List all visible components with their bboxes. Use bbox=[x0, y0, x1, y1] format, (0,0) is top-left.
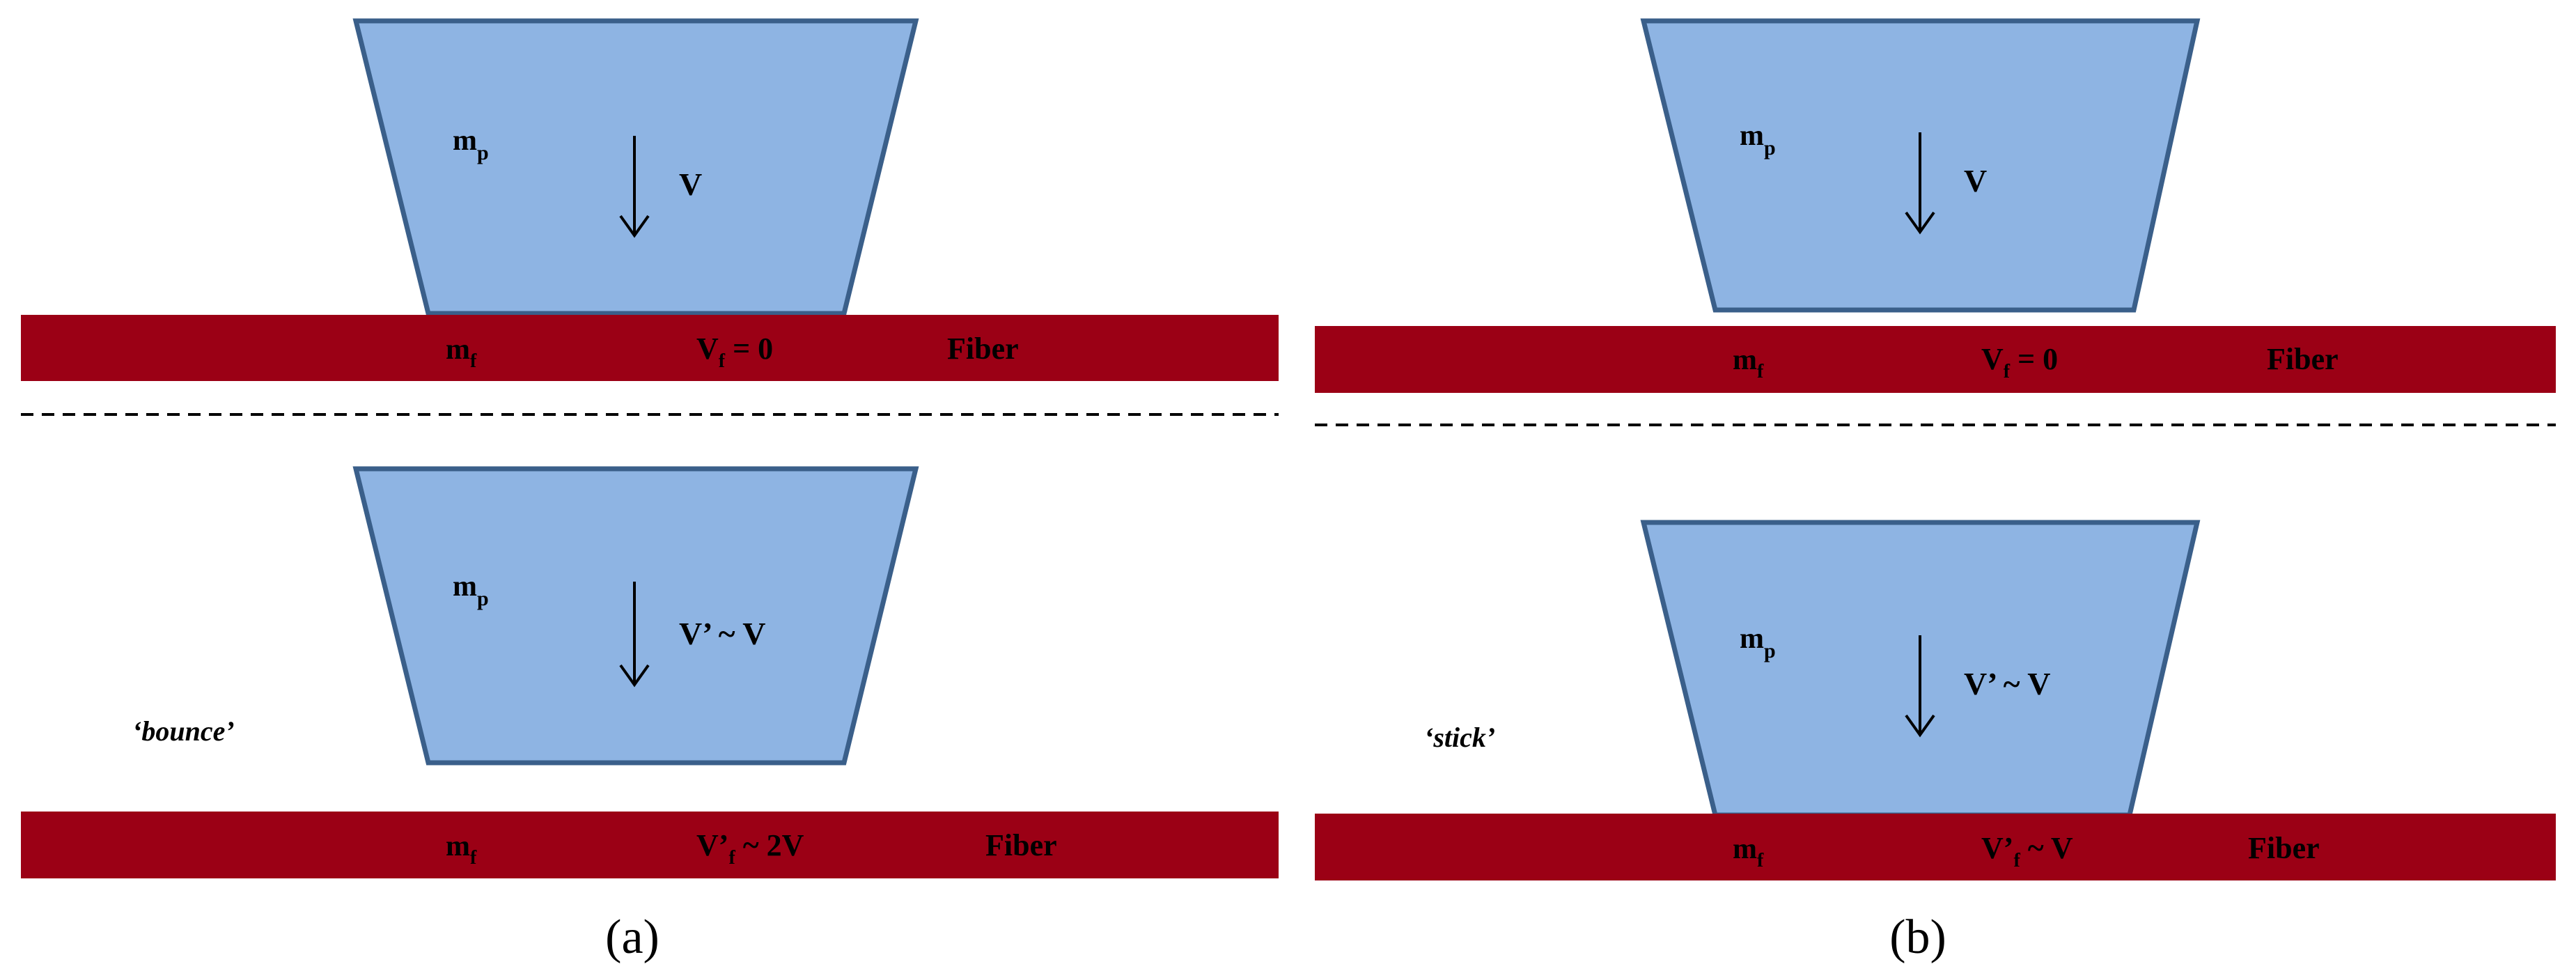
panel-b-bottom-note: ‘stick’ bbox=[1424, 722, 1495, 753]
panel-b-bottom-fiber bbox=[1315, 814, 2556, 880]
panel-b-top-fiber bbox=[1315, 326, 2556, 393]
panel-a-top-fiber bbox=[21, 315, 1279, 381]
panel-b-top-fiber-velocity: Vf = 0 bbox=[1981, 342, 2058, 382]
panel-b-bottom-fiber-label: Fiber bbox=[2248, 831, 2320, 865]
panel-a-top-fiber-mass: mf bbox=[446, 334, 477, 372]
panel-b-top-fiber-label: Fiber bbox=[2267, 342, 2339, 376]
panel-a-label: (a) bbox=[605, 910, 659, 964]
panel-a-top-velocity-label: V bbox=[679, 166, 702, 202]
panel-b-bottom-scene: mp V’ ~ V ‘stick’ mf V’f ~ V Fiber bbox=[1315, 520, 2556, 880]
panel-a-bottom-velocity-arrow bbox=[619, 582, 650, 688]
panel-b-top-scene: mp V mf Vf = 0 Fiber bbox=[1315, 18, 2556, 393]
panel-b-bottom-particle-mass: mp bbox=[1740, 623, 1776, 662]
panel-a-bottom-velocity-label: V’ ~ V bbox=[679, 616, 765, 651]
panel-a-top-velocity-arrow bbox=[619, 136, 650, 238]
panel-a-bottom-fiber-label: Fiber bbox=[985, 828, 1057, 862]
panel-a-bottom-scene: mp V’ ~ V ‘bounce’ mf V’f ~ 2V Fiber bbox=[21, 466, 1279, 878]
panel-b-bottom-velocity-label: V’ ~ V bbox=[1964, 666, 2050, 701]
panel-a-top-particle-mass: mp bbox=[453, 125, 489, 164]
panel-b-top-fiber-mass: mf bbox=[1733, 344, 1764, 382]
panel-a-bottom-note: ‘bounce’ bbox=[132, 715, 235, 747]
panel-a-bottom-fiber bbox=[21, 812, 1279, 878]
panel-b-bottom-velocity-arrow bbox=[1905, 635, 1935, 738]
panel-a-bottom-fiber-velocity: V’f ~ 2V bbox=[696, 828, 804, 869]
panel-a-top-scene: mp V mf Vf = 0 Fiber bbox=[21, 18, 1279, 381]
panel-a-bottom-fiber-mass: mf bbox=[446, 830, 477, 869]
panel-b-bottom-fiber-mass: mf bbox=[1733, 833, 1764, 871]
panel-b-bottom-fiber-velocity: V’f ~ V bbox=[1981, 831, 2073, 871]
panel-b: mp V mf Vf = 0 Fiber mp bbox=[1315, 18, 2556, 964]
panel-a-top-fiber-velocity: Vf = 0 bbox=[696, 332, 773, 372]
panel-a-top-fiber-label: Fiber bbox=[947, 332, 1019, 366]
panel-b-top-velocity-label: V bbox=[1964, 163, 1987, 199]
panel-a: mp V mf Vf = 0 Fiber mp bbox=[21, 18, 1279, 964]
panel-a-bottom-particle-mass: mp bbox=[453, 570, 489, 610]
panel-b-top-velocity-arrow bbox=[1905, 132, 1935, 235]
panel-b-top-particle-mass: mp bbox=[1740, 120, 1776, 160]
panel-b-label: (b) bbox=[1889, 910, 1946, 964]
